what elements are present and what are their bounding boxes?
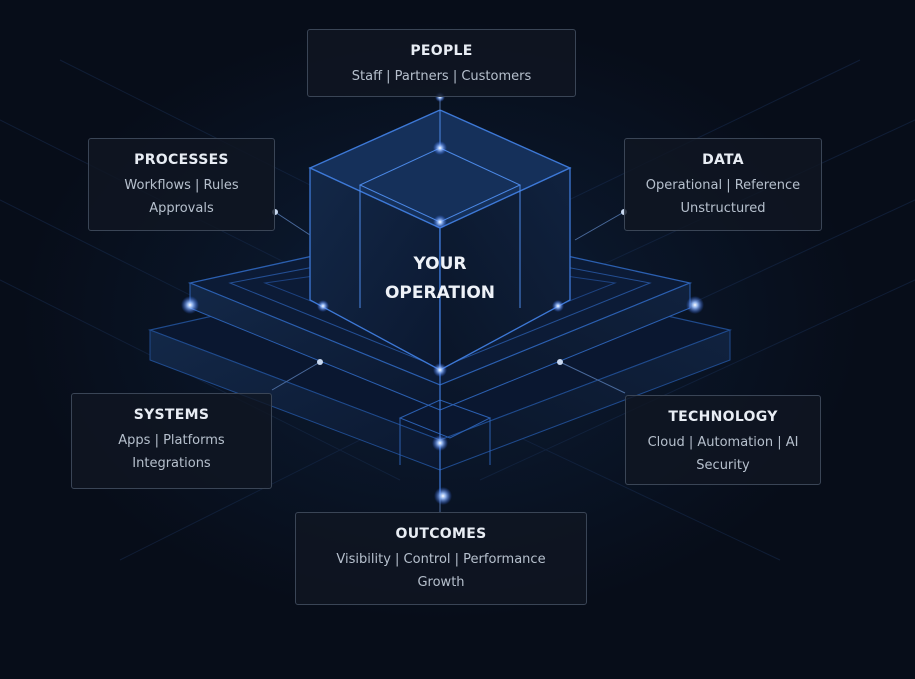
center-label-line1: YOUR [413,254,467,274]
data-box: DATA Operational | Reference Unstructure… [624,138,822,231]
glow-node [433,215,447,229]
technology-box: TECHNOLOGY Cloud | Automation | AI Secur… [625,395,821,485]
glow-node [433,363,447,377]
data-line-1: Operational | Reference [645,178,801,193]
front-connector [398,370,492,496]
outcomes-box: OUTCOMES Visibility | Control | Performa… [295,512,587,605]
glow-node [317,300,329,312]
technology-title: TECHNOLOGY [668,409,778,425]
data-line-2: Unstructured [680,201,766,216]
center-label-line2: OPERATION [384,283,496,303]
center-label: YOUR OPERATION [355,250,525,308]
central-cube [308,109,572,372]
processes-line-1: Workflows | Rules [124,178,239,193]
processes-title: PROCESSES [134,152,229,168]
people-box: PEOPLE Staff | Partners | Customers [307,29,576,97]
outcomes-title: OUTCOMES [395,526,487,542]
systems-box: SYSTEMS Apps | Platforms Integrations [71,393,272,489]
processes-box: PROCESSES Workflows | Rules Approvals [88,138,275,231]
glow-nodes [181,92,704,505]
glow-node [181,296,199,314]
glow-node [317,359,323,365]
glow-node [686,296,704,314]
outcomes-line-2: Growth [417,575,465,590]
glow-node [433,141,447,155]
glow-node [432,435,448,451]
technology-line-2: Security [696,458,750,473]
systems-line-1: Apps | Platforms [118,433,225,448]
people-title: PEOPLE [410,43,473,59]
glow-node [434,487,452,505]
technology-line-1: Cloud | Automation | AI [647,435,799,450]
glow-node [552,300,564,312]
data-title: DATA [702,152,744,168]
outcomes-line-1: Visibility | Control | Performance [336,552,546,567]
systems-line-2: Integrations [132,456,211,471]
systems-title: SYSTEMS [133,407,210,423]
people-line: Staff | Partners | Customers [351,69,532,84]
processes-line-2: Approvals [149,201,214,216]
glow-node [557,359,563,365]
